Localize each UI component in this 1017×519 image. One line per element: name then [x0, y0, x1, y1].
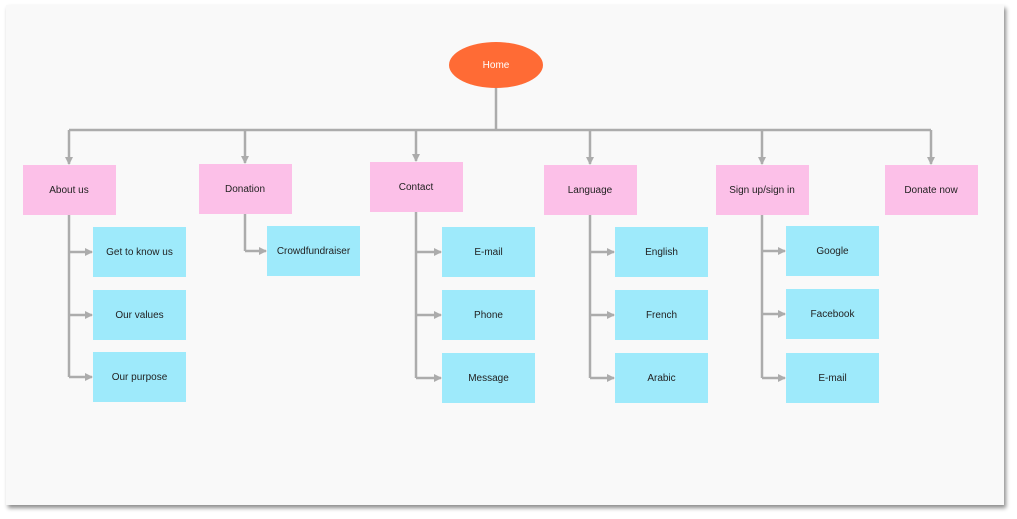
leaf-node-contact-e-mail[interactable]: E-mail [442, 227, 535, 277]
section-node-donate-now[interactable]: Donate now [884, 165, 978, 215]
leaf-node-sign-up-sign-in-google[interactable]: Google [786, 226, 879, 276]
leaf-node-language-arabic-label: Arabic [647, 372, 676, 384]
section-node-contact[interactable]: Contact [369, 162, 463, 212]
leaf-node-sign-up-sign-in-e-mail-label: E-mail [818, 372, 847, 384]
leaf-node-contact-e-mail-label: E-mail [474, 246, 503, 258]
root-node-home-label: Home [482, 59, 510, 71]
leaf-node-language-arabic[interactable]: Arabic [615, 353, 708, 403]
leaf-node-contact-phone[interactable]: Phone [442, 290, 535, 340]
section-node-about-us-label: About us [49, 184, 89, 196]
leaf-node-sign-up-sign-in-facebook-label: Facebook [810, 308, 855, 320]
section-node-donate-now-label: Donate now [904, 184, 958, 196]
leaf-node-about-us-our-purpose-label: Our purpose [111, 371, 168, 383]
leaf-node-donation-crowdfundraiser[interactable]: Crowdfundraiser [267, 226, 360, 276]
section-node-sign-up-sign-in-label: Sign up/sign in [729, 184, 795, 196]
leaf-node-about-us-get-to-know-us[interactable]: Get to know us [93, 227, 186, 277]
leaf-node-about-us-get-to-know-us-label: Get to know us [106, 246, 173, 258]
leaf-node-about-us-our-purpose[interactable]: Our purpose [93, 352, 186, 402]
leaf-node-sign-up-sign-in-e-mail[interactable]: E-mail [786, 353, 879, 403]
leaf-node-language-english[interactable]: English [615, 227, 708, 277]
section-node-language-label: Language [567, 184, 613, 196]
leaf-node-about-us-our-values[interactable]: Our values [93, 290, 186, 340]
leaf-node-sign-up-sign-in-google-label: Google [816, 245, 849, 257]
leaf-node-contact-message[interactable]: Message [442, 353, 535, 403]
leaf-node-language-english-label: English [645, 246, 678, 258]
leaf-node-contact-message-label: Message [468, 372, 509, 384]
root-node-home[interactable]: Home [449, 42, 543, 88]
section-node-contact-label: Contact [398, 181, 434, 193]
leaf-node-language-french[interactable]: French [615, 290, 708, 340]
section-node-language[interactable]: Language [543, 165, 637, 215]
section-node-donation[interactable]: Donation [198, 164, 292, 214]
section-node-about-us[interactable]: About us [22, 165, 116, 215]
leaf-node-about-us-our-values-label: Our values [115, 309, 164, 321]
leaf-node-contact-phone-label: Phone [474, 309, 503, 321]
leaf-node-donation-crowdfundraiser-label: Crowdfundraiser [276, 245, 351, 257]
leaf-node-language-french-label: French [645, 309, 678, 321]
leaf-node-sign-up-sign-in-facebook[interactable]: Facebook [786, 289, 879, 339]
section-node-donation-label: Donation [224, 183, 266, 195]
section-node-sign-up-sign-in[interactable]: Sign up/sign in [715, 165, 809, 215]
